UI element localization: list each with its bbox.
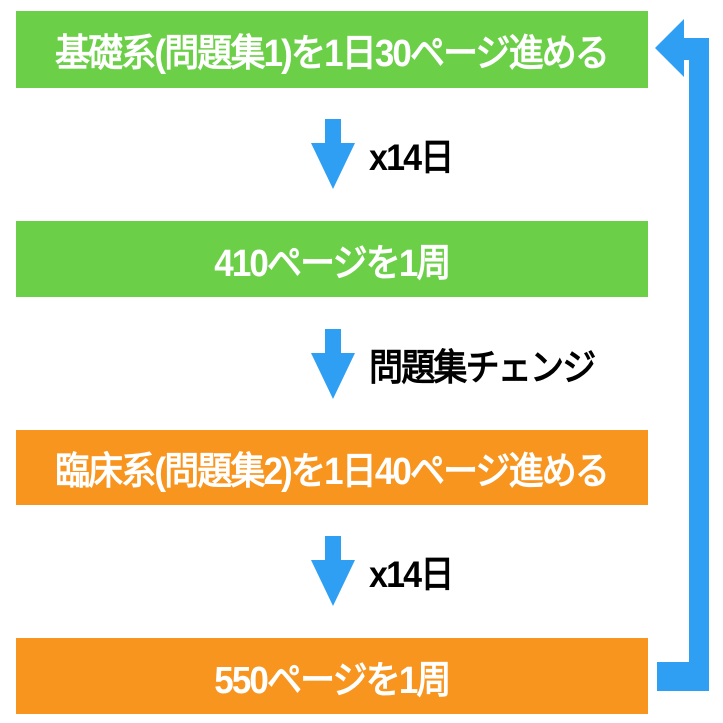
connector-3: x14日 — [311, 535, 460, 607]
flow-box-step-2: 410ページを1周 — [16, 221, 648, 297]
connector-1-label: x14日 — [369, 137, 454, 178]
flow-box-step-4-label: 550ページを1周 — [214, 659, 451, 702]
connector-2: 問題集チェンジ — [311, 328, 614, 400]
down-arrow-icon — [311, 119, 355, 189]
down-arrow-icon — [311, 329, 355, 399]
flow-box-step-3-label: 臨床系(問題集2)を1日40ページ進める — [55, 451, 610, 493]
flow-box-step-4: 550ページを1周 — [16, 638, 648, 714]
down-arrow-icon — [311, 536, 355, 606]
connector-3-label: x14日 — [369, 554, 454, 595]
flow-box-step-2-label: 410ページを1周 — [214, 242, 451, 285]
connector-2-label: 問題集チェンジ — [369, 347, 596, 388]
flow-box-step-3: 臨床系(問題集2)を1日40ページ進める — [16, 430, 648, 505]
flow-box-step-1-label: 基礎系(問題集1)を1日30ページ進める — [55, 33, 610, 75]
connector-1: x14日 — [311, 118, 460, 190]
flow-box-step-1: 基礎系(問題集1)を1日30ページ進める — [16, 11, 648, 88]
